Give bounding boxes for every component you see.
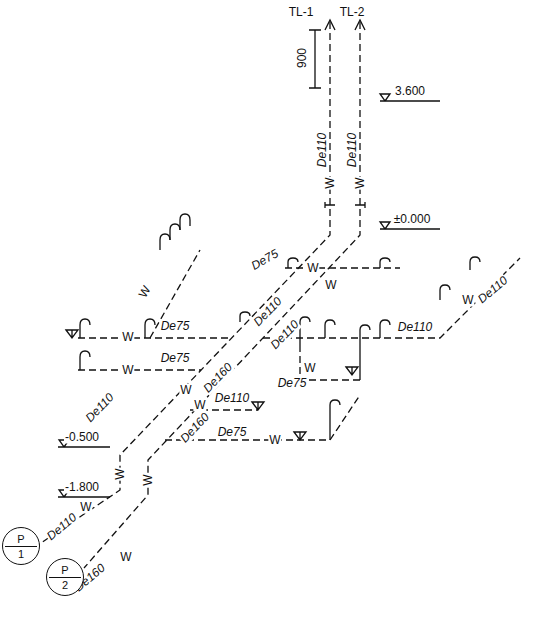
- pipe-size: De110: [346, 132, 359, 168]
- pipe-size: De75: [160, 352, 191, 365]
- pipe-code: W: [303, 362, 316, 375]
- dimension-label: 3.600: [394, 85, 426, 98]
- pipe-size: De110: [214, 392, 250, 405]
- outlet-letter: P: [47, 564, 83, 576]
- dimension-label: -1.800: [64, 481, 100, 494]
- pipe-size: De75: [217, 426, 248, 439]
- dimension-label: TL-1: [288, 6, 315, 19]
- outlet-symbol: P2: [46, 558, 84, 596]
- outlet-symbol: P1: [2, 527, 40, 565]
- pipe-code: W: [119, 551, 132, 564]
- pipe-size: De110: [251, 294, 286, 329]
- divider-line: [49, 577, 81, 578]
- pipe-code: W: [179, 384, 192, 397]
- pipe-code: W: [136, 283, 154, 301]
- pipe-size: De110: [475, 273, 511, 306]
- pipe-code: W: [121, 331, 134, 344]
- pipe-size: De75: [277, 377, 308, 390]
- pipe-size: De75: [248, 247, 281, 274]
- pipe-code: W: [461, 294, 474, 307]
- pipe-code: W: [324, 176, 337, 189]
- pipe-code: W: [121, 364, 134, 377]
- outlet-number: 1: [3, 548, 39, 560]
- pipe-size: De110: [268, 317, 303, 352]
- dimension-label: 900: [296, 47, 309, 69]
- pipe-code: W: [193, 399, 206, 412]
- dimension-label: TL-2: [339, 6, 366, 19]
- dimension-label: -0.500: [64, 431, 100, 444]
- pipe-code: W: [268, 434, 281, 447]
- pipe-size: De160: [177, 410, 212, 446]
- pipe-size: De75: [160, 320, 191, 333]
- pipe-size: De110: [397, 321, 433, 334]
- dimension-label: ±0.000: [393, 213, 432, 226]
- divider-line: [5, 546, 37, 547]
- outlet-letter: P: [3, 533, 39, 545]
- pipe-code: W: [79, 501, 92, 514]
- pipe-size: De110: [83, 390, 118, 425]
- pipe-code: W: [306, 262, 319, 275]
- outlet-number: 2: [47, 579, 83, 591]
- pipe-size: De110: [44, 510, 80, 543]
- pipe-code: W: [142, 473, 155, 486]
- pipe-code: W: [354, 176, 367, 189]
- pipe-size: De110: [316, 132, 329, 168]
- pipe-code: W: [324, 279, 337, 292]
- pipe-code: W: [114, 467, 127, 480]
